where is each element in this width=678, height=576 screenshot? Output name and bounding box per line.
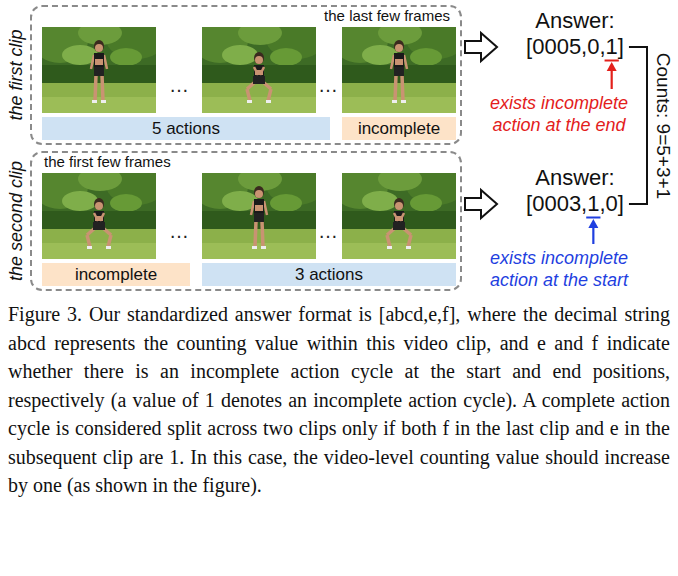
ellipsis: … xyxy=(318,74,338,97)
frames-note: the first few frames xyxy=(44,153,171,170)
answer-block: Answer:[0005,0,1] xyxy=(500,8,650,60)
frame-image xyxy=(32,19,166,113)
ellipsis: … xyxy=(318,220,338,243)
clip-title: the first clip xyxy=(6,29,27,120)
bar-label: 3 actions xyxy=(295,265,363,285)
person-figure xyxy=(251,186,267,249)
answer-value: [0005,0,1] xyxy=(526,34,624,60)
incomplete-bar: incomplete xyxy=(342,117,456,140)
annotation-text: exists incomplete action at the end xyxy=(466,92,652,136)
bar-label: incomplete xyxy=(75,265,157,285)
person-figure xyxy=(91,40,107,103)
clip-box: the second clipthe first few framesincom… xyxy=(30,151,462,291)
indicator-arrow xyxy=(611,70,613,89)
answer-heading: Answer: xyxy=(500,8,650,34)
bracket xyxy=(629,47,647,204)
person-figure xyxy=(247,52,271,103)
ellipsis: … xyxy=(169,74,189,97)
clip-box: the first clipthe last few frames5 actio… xyxy=(30,5,462,145)
indicator-arrowhead xyxy=(588,219,598,228)
clip-title: the second clip xyxy=(6,161,27,281)
indicator-arrow xyxy=(592,227,594,244)
bar-label: incomplete xyxy=(358,119,440,139)
figure-caption: Figure 3. Our standardized answer format… xyxy=(8,300,670,500)
frame-image xyxy=(32,165,166,259)
indicator-arrowhead xyxy=(607,62,617,71)
person-figure xyxy=(391,40,407,103)
frame-image xyxy=(332,19,466,113)
digit-highlight xyxy=(605,60,619,62)
digit-highlight xyxy=(586,217,600,219)
answer-value: [0003,1,0] xyxy=(526,191,624,217)
person-figure xyxy=(387,198,411,249)
frame-image xyxy=(192,19,326,113)
action-bar: 3 actions xyxy=(202,263,456,286)
frame-image xyxy=(332,165,466,259)
answer-block: Answer:[0003,1,0] xyxy=(500,165,650,217)
frame-image xyxy=(192,165,326,259)
person-figure xyxy=(87,198,111,249)
annotation-text: exists incomplete action at the start xyxy=(466,247,652,291)
action-bar: 5 actions xyxy=(42,117,330,140)
incomplete-bar: incomplete xyxy=(42,263,190,286)
bar-label: 5 actions xyxy=(152,119,220,139)
count-label: Counts: 9=5+3+1 xyxy=(652,52,674,198)
hollow-arrow xyxy=(465,190,497,218)
answer-heading: Answer: xyxy=(500,165,650,191)
hollow-arrow xyxy=(465,33,497,61)
frames-note: the last few frames xyxy=(324,7,450,24)
ellipsis: … xyxy=(169,220,189,243)
